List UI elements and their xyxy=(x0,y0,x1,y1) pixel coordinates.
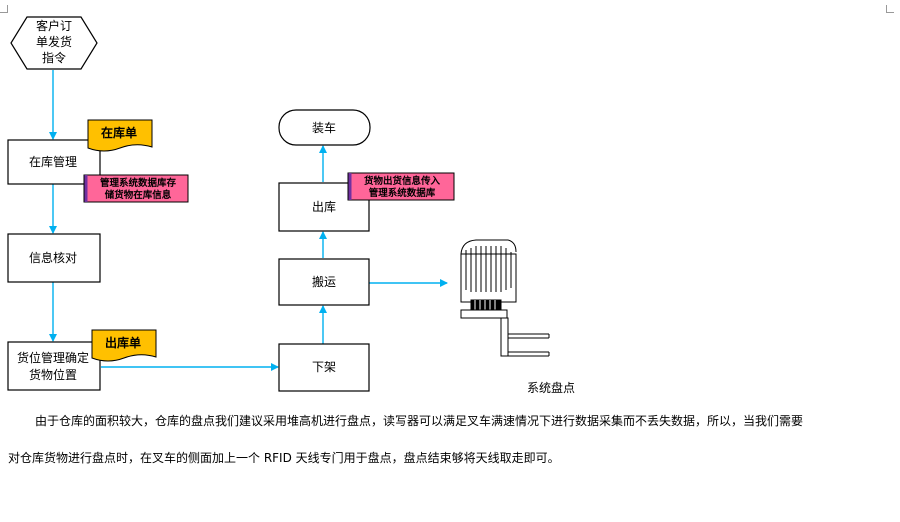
transport-box: 搬运 xyxy=(278,258,370,306)
in-stock-note: 管理系统数据库存 储货物在库信息 xyxy=(83,174,189,203)
location-management-box: 货位管理确定 货物位置 xyxy=(7,341,101,391)
location-management-line-1: 货位管理确定 xyxy=(17,350,89,365)
outbound-note-line-1: 货物出货信息传入 xyxy=(363,175,441,187)
start-node: 客户订 单发货 指令 xyxy=(10,16,98,70)
forklift-illustration xyxy=(460,239,550,357)
outbound-tag-label: 出库单 xyxy=(105,335,141,350)
outbound-note: 货物出货信息传入 管理系统数据库 xyxy=(347,172,455,201)
in-stock-document-tag: 在库单 xyxy=(87,119,153,152)
page-corner-mark-right xyxy=(886,5,894,13)
start-line-2: 单发货 xyxy=(36,34,72,49)
in-stock-management-label: 在库管理 xyxy=(29,154,77,169)
outbound-note-line-2: 管理系统数据库 xyxy=(369,187,436,199)
transport-label: 搬运 xyxy=(312,274,336,289)
outbound-label: 出库 xyxy=(312,199,336,214)
start-line-3: 指令 xyxy=(42,50,66,65)
body-paragraph: 由于仓库的面积较大，仓库的盘点我们建议采用堆高机进行盘点，读写器可以满足叉车满速… xyxy=(0,403,900,477)
paragraph-line-1: 由于仓库的面积较大，仓库的盘点我们建议采用堆高机进行盘点，读写器可以满足叉车满速… xyxy=(35,414,804,428)
in-stock-tag-label: 在库单 xyxy=(101,125,137,140)
in-stock-note-line-1: 管理系统数据库存 xyxy=(100,177,177,189)
loading-terminator: 装车 xyxy=(278,109,371,146)
connectors xyxy=(49,70,448,371)
unshelve-label: 下架 xyxy=(312,360,336,374)
info-check-box: 信息核对 xyxy=(7,233,101,283)
paragraph-line-2: 对仓库货物进行盘点时，在叉车的侧面加上一个 RFID 天线专门用于盘点，盘点结束… xyxy=(8,451,560,465)
start-line-1: 客户订 xyxy=(36,18,72,33)
figure-caption: 系统盘点 xyxy=(527,381,576,395)
in-stock-note-line-2: 储货物在库信息 xyxy=(105,189,172,201)
outbound-document-tag: 出库单 xyxy=(91,329,157,362)
location-management-line-2: 货物位置 xyxy=(29,367,77,382)
loading-label: 装车 xyxy=(312,120,336,135)
unshelve-box: 下架 xyxy=(278,343,370,392)
page-corner-mark-left xyxy=(0,5,8,13)
info-check-label: 信息核对 xyxy=(29,250,77,265)
